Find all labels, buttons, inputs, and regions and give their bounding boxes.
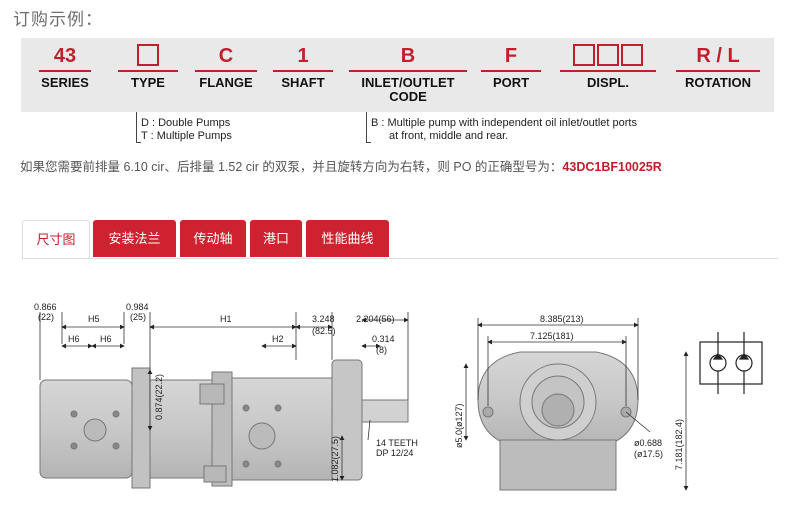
drive-shaft <box>361 399 409 423</box>
code-type: TYPE <box>116 44 180 90</box>
port-label: PORT <box>492 75 530 90</box>
dim-0314-mm: (8) <box>376 345 387 355</box>
shaft-pitch: DP 12/24 <box>376 448 413 458</box>
inlet-label-2: CODE <box>389 89 427 104</box>
body-lower <box>499 439 617 491</box>
type-label: TYPE <box>131 75 165 90</box>
tab-drive-shaft[interactable]: 传动轴 <box>180 220 246 257</box>
series-label: SERIES <box>41 75 89 90</box>
tab-ports[interactable]: 港口 <box>250 220 302 257</box>
displ-placeholder-box <box>597 44 619 66</box>
port-circle-1 <box>83 418 107 442</box>
type-note-double: D : Double Pumps <box>141 117 231 129</box>
order-example-title: 订购示例： <box>13 10 103 29</box>
dim-h2: H2 <box>272 334 284 344</box>
inlet-note-bracket <box>366 112 371 143</box>
inlet-code: B <box>400 45 416 67</box>
dim-0314: 0.314 <box>372 334 395 344</box>
type-note-multiple: T : Multiple Pumps <box>141 130 232 142</box>
flange-code: C <box>218 45 234 67</box>
dim-hole-in: ø0.688 <box>634 438 662 448</box>
dim-7181: 7.181(182.4) <box>674 419 684 470</box>
fitting-top <box>199 383 225 405</box>
dim-3248: 3.248 <box>312 314 335 324</box>
rotation-label: ROTATION <box>685 75 751 90</box>
front-view-pump <box>477 351 639 491</box>
code-flange: C FLANGE <box>191 44 261 90</box>
shaft-teeth: 14 TEETH <box>376 438 418 448</box>
port-code: F <box>504 45 518 67</box>
side-view-pump <box>39 359 409 489</box>
code-rotation: R / L ROTATION <box>673 44 763 90</box>
hydraulic-symbol-icon <box>699 332 763 394</box>
example-sentence: 如果您需要前排量 6.10 cir、后排量 1.52 cir 的双泵，并且旋转方… <box>20 156 662 175</box>
series-code: 43 <box>53 45 77 67</box>
port-circle-2 <box>248 422 276 450</box>
inlet-label-1: INLET/OUTLET <box>361 75 455 90</box>
side-dimension-lines <box>39 312 409 481</box>
dim-h6-a: H6 <box>68 334 80 344</box>
dim-0984: 0.984 <box>126 302 149 312</box>
tab-dimensions[interactable]: 尺寸图 <box>22 220 90 259</box>
code-port: F PORT <box>480 44 542 90</box>
code-shaft: 1 SHAFT <box>271 44 335 90</box>
dim-0874: 0.874(22.2) <box>154 374 164 420</box>
dim-2204: 2.204(56) <box>356 314 395 324</box>
dim-1082: 1.082(27.5) <box>330 436 340 482</box>
dim-h1: H1 <box>220 314 232 324</box>
shaft-code: 1 <box>297 45 309 67</box>
dim-hole-mm: (ø17.5) <box>634 449 663 459</box>
fitting-bottom <box>203 465 227 483</box>
dim-0984-mm: (25) <box>130 312 146 322</box>
code-inlet-outlet: B INLET/OUTLET CODE <box>346 44 470 104</box>
dim-0866: 0.866 <box>34 302 57 312</box>
dim-3248-mm: (82.5) <box>312 326 336 336</box>
type-placeholder-box <box>137 44 159 66</box>
spline-shaft <box>541 393 575 427</box>
model-code-breakdown: 43 SERIES TYPE C FLANGE 1 SHAFT B INLET/… <box>21 38 774 112</box>
mount-hole-left <box>482 406 494 418</box>
dim-dia-50: ø5.0(ø127) <box>454 403 464 448</box>
displ-placeholder-box <box>573 44 595 66</box>
dim-7125: 7.125(181) <box>530 331 574 341</box>
displ-label: DISPL. <box>587 75 629 90</box>
dim-8385: 8.385(213) <box>540 314 584 324</box>
rotation-code: R / L <box>696 45 740 67</box>
example-sentence-text: 如果您需要前排量 6.10 cir、后排量 1.52 cir 的双泵，并且旋转方… <box>20 160 563 174</box>
code-displacement: DISPL. <box>558 44 658 90</box>
front-dimension-lines <box>463 318 689 491</box>
rear-plate <box>131 367 151 489</box>
shaft-label: SHAFT <box>281 75 325 90</box>
type-note-bracket <box>136 112 141 143</box>
dim-0866-mm: (22) <box>38 312 54 322</box>
dim-h6-b: H6 <box>100 334 112 344</box>
tab-performance-curves[interactable]: 性能曲线 <box>306 220 389 257</box>
tab-underline <box>22 258 778 259</box>
example-model-number: 43DC1BF10025R <box>562 160 662 174</box>
code-series: 43 SERIES <box>35 44 95 90</box>
dim-h5: H5 <box>88 314 100 324</box>
tab-mounting-flange[interactable]: 安装法兰 <box>93 220 176 257</box>
displ-placeholder-box <box>621 44 643 66</box>
inlet-note-line2: at front, middle and rear. <box>389 130 509 142</box>
flange-label: FLANGE <box>199 75 253 90</box>
inlet-note-line1: B : Multiple pump with independent oil i… <box>371 117 637 129</box>
